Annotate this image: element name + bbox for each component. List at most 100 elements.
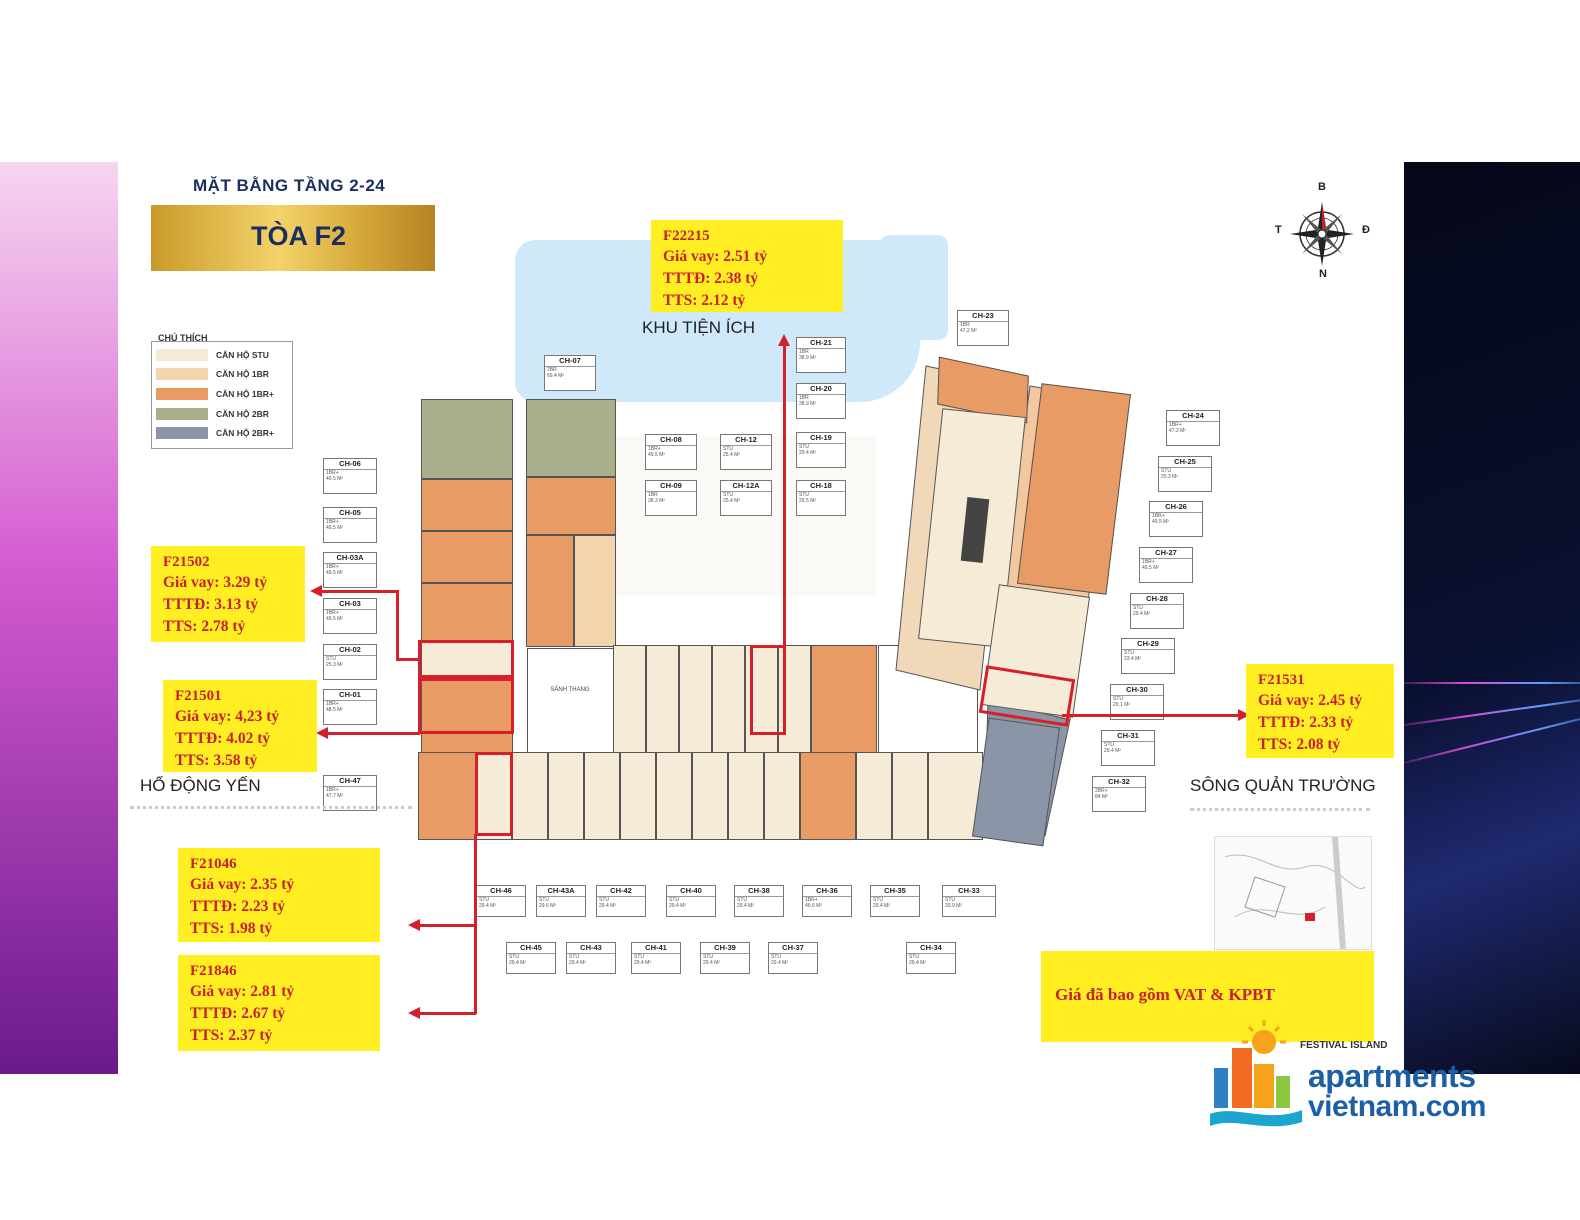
floor-range-title: MẶT BẰNG TẦNG 2-24	[193, 176, 386, 195]
unit-cell[interactable]	[574, 535, 616, 647]
west-area-label: HỔ ĐỘNG YẾN	[140, 776, 261, 795]
unit-cell[interactable]	[421, 583, 513, 641]
unit-cell[interactable]	[692, 752, 728, 840]
unit-cell[interactable]	[421, 479, 513, 531]
unit-id: CH-37	[769, 943, 817, 954]
unit-area: 29.4 M²	[799, 450, 816, 456]
unit-cell[interactable]	[526, 399, 616, 477]
unit-cell[interactable]	[421, 531, 513, 583]
highlight-f22215[interactable]	[750, 645, 786, 735]
price-callout-f21531[interactable]: F21531 Giá vay: 2.45 tỷ TTTĐ: 2.33 tỷ TT…	[1246, 664, 1394, 758]
unit-cell[interactable]	[421, 399, 513, 479]
unit-cell[interactable]	[526, 535, 574, 647]
unit-id: CH-31	[1102, 731, 1154, 742]
highlight-f21046[interactable]	[475, 752, 513, 836]
highlight-f21501[interactable]	[418, 678, 514, 734]
unit-cell[interactable]	[656, 752, 692, 840]
unit-id: CH-43A	[537, 886, 585, 897]
unit-area: 29.1 M²	[1113, 702, 1130, 708]
unit-cell[interactable]	[764, 752, 800, 840]
unit-cell[interactable]	[800, 752, 856, 840]
light-wave	[1404, 707, 1580, 769]
unit-cell[interactable]	[418, 752, 476, 840]
unit-cell[interactable]	[548, 752, 584, 840]
standard-price: TTTĐ: 3.13 tỷ	[163, 596, 259, 613]
unit-code: F22215	[663, 228, 710, 244]
unit-cell[interactable]	[679, 645, 712, 753]
unit-type: STU	[873, 897, 883, 903]
unit-area: 25.4 M²	[723, 498, 740, 504]
unit-type: STU	[799, 492, 809, 498]
highlight-f21502[interactable]	[418, 640, 514, 678]
logo-text-line1: apartments	[1308, 1058, 1476, 1094]
standard-price: TTTĐ: 2.23 tỷ	[190, 898, 286, 915]
unit-cell[interactable]	[892, 752, 928, 840]
price-callout-f22215[interactable]: F22215 Giá vay: 2.51 tỷ TTTĐ: 2.38 tỷ TT…	[651, 220, 843, 312]
unit-cell[interactable]	[811, 645, 877, 753]
unit-cell[interactable]	[728, 752, 764, 840]
unit-cell[interactable]	[856, 752, 892, 840]
price-callout-f21046[interactable]: F21046 Giá vay: 2.35 tỷ TTTĐ: 2.23 tỷ TT…	[178, 848, 380, 942]
unit-cell[interactable]	[620, 752, 656, 840]
unit-cell[interactable]	[646, 645, 679, 753]
price-callout-f21502[interactable]: F21502 Giá vay: 3.29 tỷ TTTĐ: 3.13 tỷ TT…	[151, 546, 305, 642]
unit-id: CH-05	[324, 508, 376, 519]
unit-type: 2BR+	[1095, 788, 1108, 794]
unit-cell[interactable]	[512, 752, 548, 840]
south-row	[418, 752, 983, 840]
unit-cell[interactable]	[526, 477, 616, 535]
unit-id: CH-02	[324, 645, 376, 656]
unit-cell[interactable]	[476, 752, 512, 840]
wing-west-c	[526, 399, 616, 647]
price-callout-f21846[interactable]: F21846 Giá vay: 2.81 tỷ TTTĐ: 2.67 tỷ TT…	[178, 955, 380, 1051]
price-callout-f21501[interactable]: F21501 Giá vay: 4,23 tỷ TTTĐ: 4.02 tỷ TT…	[163, 680, 317, 772]
unit-type: STU	[799, 444, 809, 450]
unit-cell[interactable]	[584, 752, 620, 840]
loan-price: Giá vay: 2.51 tỷ	[663, 248, 768, 265]
unit-cell[interactable]	[712, 645, 745, 753]
unit-cell[interactable]	[613, 645, 646, 753]
lobby-label: SẢNH THANG	[550, 687, 590, 693]
unit-code: F21502	[163, 554, 210, 570]
unit-cell[interactable]	[928, 752, 983, 840]
